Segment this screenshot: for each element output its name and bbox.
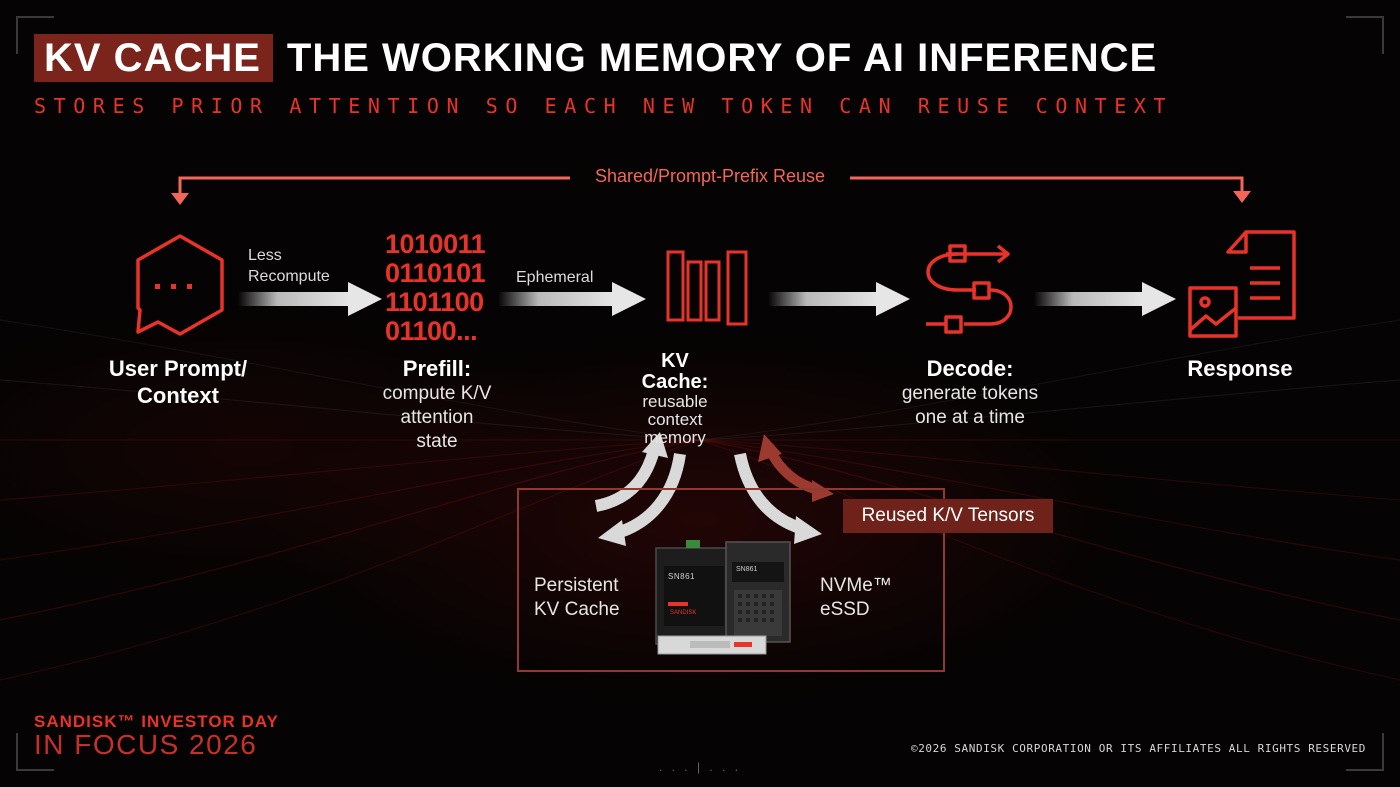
chat-bubble-icon [136,234,224,336]
prefix-reuse-arrowhead-left [171,193,189,205]
frame-corner-top-left [16,16,54,54]
persistent-kv-line1: Persistent [534,575,619,596]
frame-corner-bottom-left [16,733,54,771]
binary-line: 1010011 [385,229,486,259]
prefix-reuse-arrowhead-right [1233,191,1251,203]
footer-event: IN FOCUS 2026 [34,729,258,760]
prefill-sub-line3: state [416,431,458,452]
binary-line: 1101100 [385,287,484,317]
document-image-icon [1188,230,1296,338]
drive-brand-label: SANDISK [670,610,697,616]
kv-cache-title-line2: Cache: [641,371,709,393]
kv-cache-sub-line2: context [647,410,703,429]
storage-write-arrow [594,432,668,512]
decode-sub-line2: one at a time [915,407,1025,428]
slide-pager: . . . | . . . [658,760,742,774]
nvme-essd-label: NVMe™ eSSD [820,574,930,622]
drive-model-label-2: SN861 [736,566,758,573]
cache-blocks-icon [666,250,748,326]
less-recompute-line1: Less [248,247,282,264]
binary-data-icon: 1010011 0110101 1101100 01100... [385,230,505,346]
user-prompt-title-line1: User Prompt/ [108,356,248,381]
slide-subtitle: STORES PRIOR ATTENTION SO EACH NEW TOKEN… [34,94,1174,118]
flow-arrow-kv-to-decode [768,282,910,316]
less-recompute-label: Less Recompute [248,245,330,287]
nvme-essd-line1: NVMe™ [820,575,892,596]
chat-dots [155,284,192,289]
nvme-essd-line2: eSSD [820,599,870,620]
flow-arrow-user-to-prefill [238,282,382,316]
prefill-sub-line1: compute K/V [382,383,492,404]
response-node: Response [1187,356,1293,381]
drive-model-label: SN861 [668,572,695,581]
persistent-kv-line2: KV Cache [534,599,620,620]
process-flow-icon [926,244,1013,334]
prefill-sub-line2: attention [400,407,474,428]
decode-title: Decode: [926,356,1014,381]
frame-corner-top-right [1346,16,1384,54]
copyright-text: ©2026 SANDISK CORPORATION OR ITS AFFILIA… [910,742,1366,755]
storage-read-arrow [598,453,686,546]
title-tag: KV CACHE [34,34,273,82]
kv-cache-sub-line1: reusable [642,392,708,411]
frame-corner-bottom-right [1346,733,1384,771]
footer-brand: SANDISK™ INVESTOR DAY [34,712,279,731]
user-prompt-node: User Prompt/ Context [88,355,268,409]
kv-cache-title-line1: KV [661,350,689,372]
flow-arrow-decode-to-response [1034,282,1176,316]
essd-write-arrow [734,452,822,544]
storage-box [517,488,945,672]
less-recompute-line2: Recompute [248,268,330,285]
ephemeral-label: Ephemeral [516,269,594,286]
decode-sub-line1: generate tokens [901,383,1039,404]
prefill-title: Prefill: [402,356,472,381]
decode-node: Decode: generate tokens one at a time [880,355,1060,430]
persistent-kv-label: Persistent KV Cache [534,574,644,622]
reused-tensors-badge: Reused K/V Tensors [843,499,1053,533]
kv-cache-node: KV Cache: reusable context memory [624,351,726,447]
binary-line: 01100... [385,316,478,346]
slide-title: KV CACHE THE WORKING MEMORY OF AI INFERE… [34,34,1157,82]
kv-cache-sub-line3: memory [644,428,706,447]
ssd-drive-image [655,540,791,655]
binary-line: 0110101 [385,258,486,288]
flow-arrow-prefill-to-kv [498,282,646,316]
title-main: THE WORKING MEMORY OF AI INFERENCE [286,36,1158,80]
prefill-node: Prefill: compute K/V attention state [356,355,518,454]
user-prompt-title-line2: Context [137,383,219,408]
prefix-reuse-label: Shared/Prompt-Prefix Reuse [570,165,850,187]
